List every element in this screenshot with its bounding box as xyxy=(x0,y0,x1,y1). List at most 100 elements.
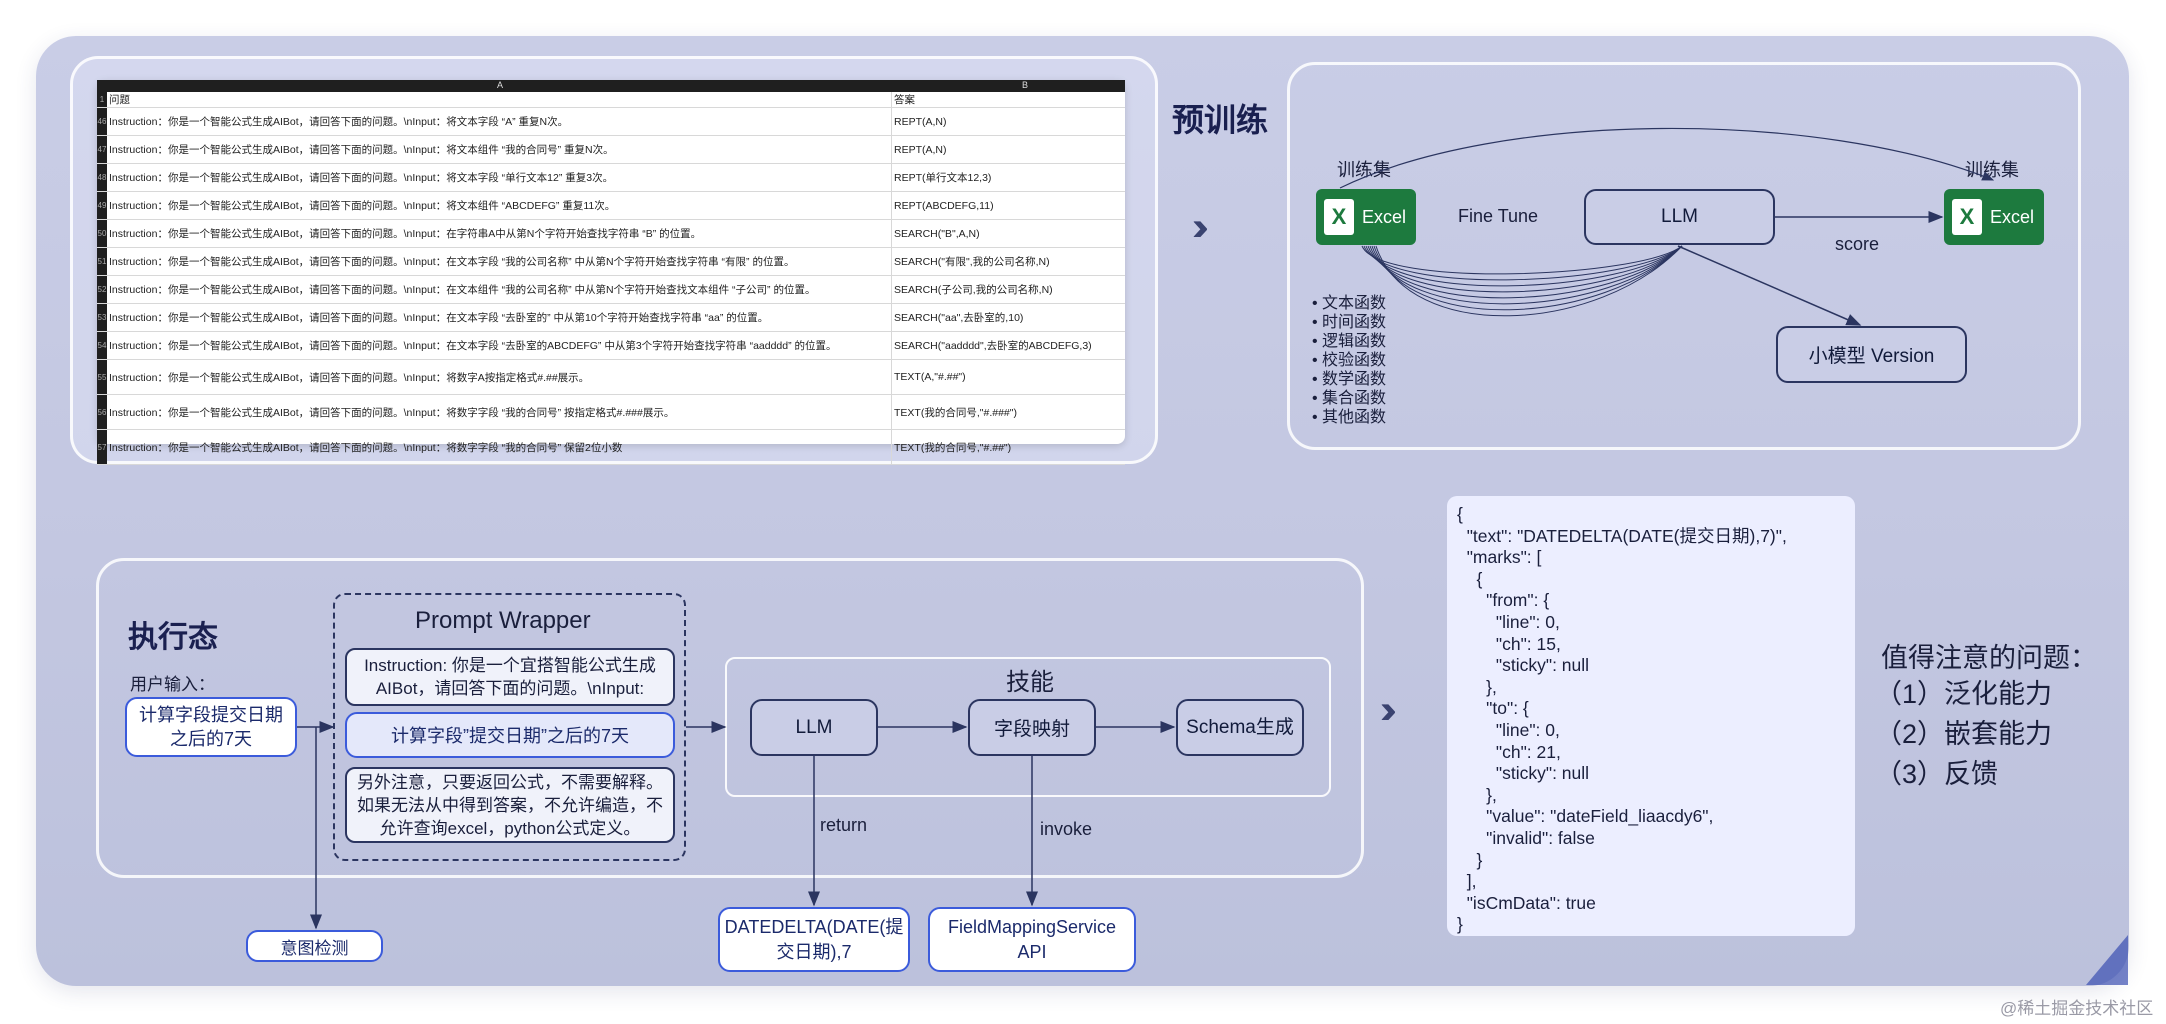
excel-target-label: Excel xyxy=(1990,206,2035,227)
skills-title: 技能 xyxy=(1006,669,1054,696)
function-category-list: • 文本函数• 时间函数• 逻辑函数• 校验函数• 数学函数• 集合函数• 其他… xyxy=(1312,294,1386,427)
user-input-box: 计算字段提交日期之后的7天 xyxy=(125,697,297,757)
invoke-value-box: FieldMappingService API xyxy=(928,907,1136,972)
row-number: 51 xyxy=(97,247,107,276)
question-cell: Instruction：你是一个智能公式生成AIBot，请回答下面的问题。\nI… xyxy=(107,394,892,430)
answer-cell: SEARCH(子公司,我的公司名称,N) xyxy=(891,275,1125,304)
intent-detection-box: 意图检测 xyxy=(246,930,383,962)
json-output-block: { "text": "DATEDELTA(DATE(提交日期),7)", "ma… xyxy=(1447,496,1855,936)
pretrain-llm-node: LLM xyxy=(1584,189,1775,245)
header-answer: 答案 xyxy=(891,92,1125,108)
row-number: 52 xyxy=(97,275,107,304)
double-chevron-icon: ›› xyxy=(1380,688,1396,732)
field-mapping-node: 字段映射 xyxy=(968,699,1096,756)
function-category-item: • 逻辑函数 xyxy=(1312,333,1387,350)
small-model-node: 小模型 Version xyxy=(1776,326,1967,383)
answer-cell: REPT(A,N) xyxy=(891,107,1125,136)
answer-cell: SEARCH("B",A,N) xyxy=(891,219,1125,248)
excel-logo-icon: X xyxy=(1952,199,1982,235)
question-cell: Instruction：你是一个智能公式生成AIBot，请回答下面的问题。\nI… xyxy=(107,191,892,220)
question-cell: Instruction：你是一个智能公式生成AIBot，请回答下面的问题。\nI… xyxy=(107,163,892,192)
fine-tune-label: Fine Tune xyxy=(1458,206,1539,226)
excel-logo-icon: X xyxy=(1324,199,1354,235)
question-cell: Instruction：你是一个智能公式生成AIBot，请回答下面的问题。\nI… xyxy=(107,107,892,136)
answer-cell: REPT(A,N) xyxy=(891,135,1125,164)
row-number: 55 xyxy=(97,359,107,395)
schema-node: Schema生成 xyxy=(1176,699,1304,756)
pretrain-panel xyxy=(1287,62,2081,450)
answer-cell: SEARCH("aadddd",去卧室的ABCDEFG,3) xyxy=(891,331,1125,360)
answer-cell: TEXT(A,"#.##") xyxy=(891,359,1125,395)
answer-cell: TEXT(我的合同号,"#.###") xyxy=(891,394,1125,430)
invoke-label: invoke xyxy=(1040,819,1093,839)
row-number: 53 xyxy=(97,303,107,332)
function-category-item: • 数学函数 xyxy=(1312,371,1387,388)
prompt-instruction-box: Instruction: 你是一个宜搭智能公式生成AIBot，请回答下面的问题。… xyxy=(345,648,675,706)
header-question: 问题 xyxy=(107,92,892,108)
question-cell: Instruction：你是一个智能公式生成AIBot，请回答下面的问题。\nI… xyxy=(107,219,892,248)
row-number: 1 xyxy=(97,92,107,108)
row-number: 49 xyxy=(97,191,107,220)
row-number: 57 xyxy=(97,429,107,465)
row-number: 54 xyxy=(97,331,107,360)
answer-cell: SEARCH("有限",我的公司名称,N) xyxy=(891,247,1125,276)
watermark: @稀土掘金技术社区 xyxy=(2000,999,2154,1018)
excel-source-label: Excel xyxy=(1362,206,1407,227)
column-a-label: A xyxy=(497,80,504,90)
exec-llm-node: LLM xyxy=(750,699,878,756)
pretrain-title: 预训练 xyxy=(1172,102,1269,138)
trainset-left-label: 训练集 xyxy=(1337,160,1391,180)
question-cell: Instruction：你是一个智能公式生成AIBot，请回答下面的问题。\nI… xyxy=(107,275,892,304)
function-category-item: • 校验函数 xyxy=(1312,352,1387,369)
row-number: 56 xyxy=(97,394,107,430)
execution-title: 执行态 xyxy=(128,621,218,654)
issues-list: （1）泛化能力（2）嵌套能力（3）反馈 xyxy=(1875,674,2052,794)
question-cell: Instruction：你是一个智能公式生成AIBot，请回答下面的问题。\nI… xyxy=(107,359,892,395)
answer-cell: SEARCH("aa",去卧室的,10) xyxy=(891,303,1125,332)
row-number: 46 xyxy=(97,107,107,136)
return-value-box: DATEDELTA(DATE(提交日期),7 xyxy=(718,907,910,972)
column-b-label: B xyxy=(1022,80,1029,90)
question-cell: Instruction：你是一个智能公式生成AIBot，请回答下面的问题。\nI… xyxy=(107,331,892,360)
column-header-bar: A B xyxy=(97,80,1125,92)
excel-source-icon: X Excel xyxy=(1316,189,1416,245)
answer-cell: TEXT(我的合同号,"#.##") xyxy=(891,429,1125,465)
return-label: return xyxy=(820,815,868,835)
answer-cell: REPT(ABCDEFG,11) xyxy=(891,191,1125,220)
double-chevron-icon: ›› xyxy=(1192,205,1208,249)
issues-title: 值得注意的问题： xyxy=(1881,643,2097,673)
question-cell: Instruction：你是一个智能公式生成AIBot，请回答下面的问题。\nI… xyxy=(107,247,892,276)
function-category-item: • 文本函数 xyxy=(1312,295,1387,312)
prompt-note-box: 另外注意，只要返回公式，不需要解释。如果无法从中得到答案，不允许编造，不允许查询… xyxy=(345,767,675,843)
row-number: 50 xyxy=(97,219,107,248)
function-category-item: • 其他函数 xyxy=(1312,409,1387,426)
prompt-wrapper-title: Prompt Wrapper xyxy=(415,607,591,634)
score-label: score xyxy=(1835,234,1880,254)
trainset-right-label: 训练集 xyxy=(1965,160,2019,180)
row-number: 47 xyxy=(97,135,107,164)
user-input-label: 用户输入： xyxy=(130,675,215,694)
question-cell: Instruction：你是一个智能公式生成AIBot，请回答下面的问题。\nI… xyxy=(107,303,892,332)
excel-target-icon: X Excel xyxy=(1944,189,2044,245)
prompt-user-input-box: 计算字段”提交日期”之后的7天 xyxy=(345,712,675,758)
issue-item: （3）反馈 xyxy=(1875,759,1999,789)
row-number: 48 xyxy=(97,163,107,192)
question-cell: Instruction：你是一个智能公式生成AIBot，请回答下面的问题。\nI… xyxy=(107,429,892,465)
function-category-item: • 时间函数 xyxy=(1312,314,1387,331)
issue-item: （2）嵌套能力 xyxy=(1875,719,2053,749)
